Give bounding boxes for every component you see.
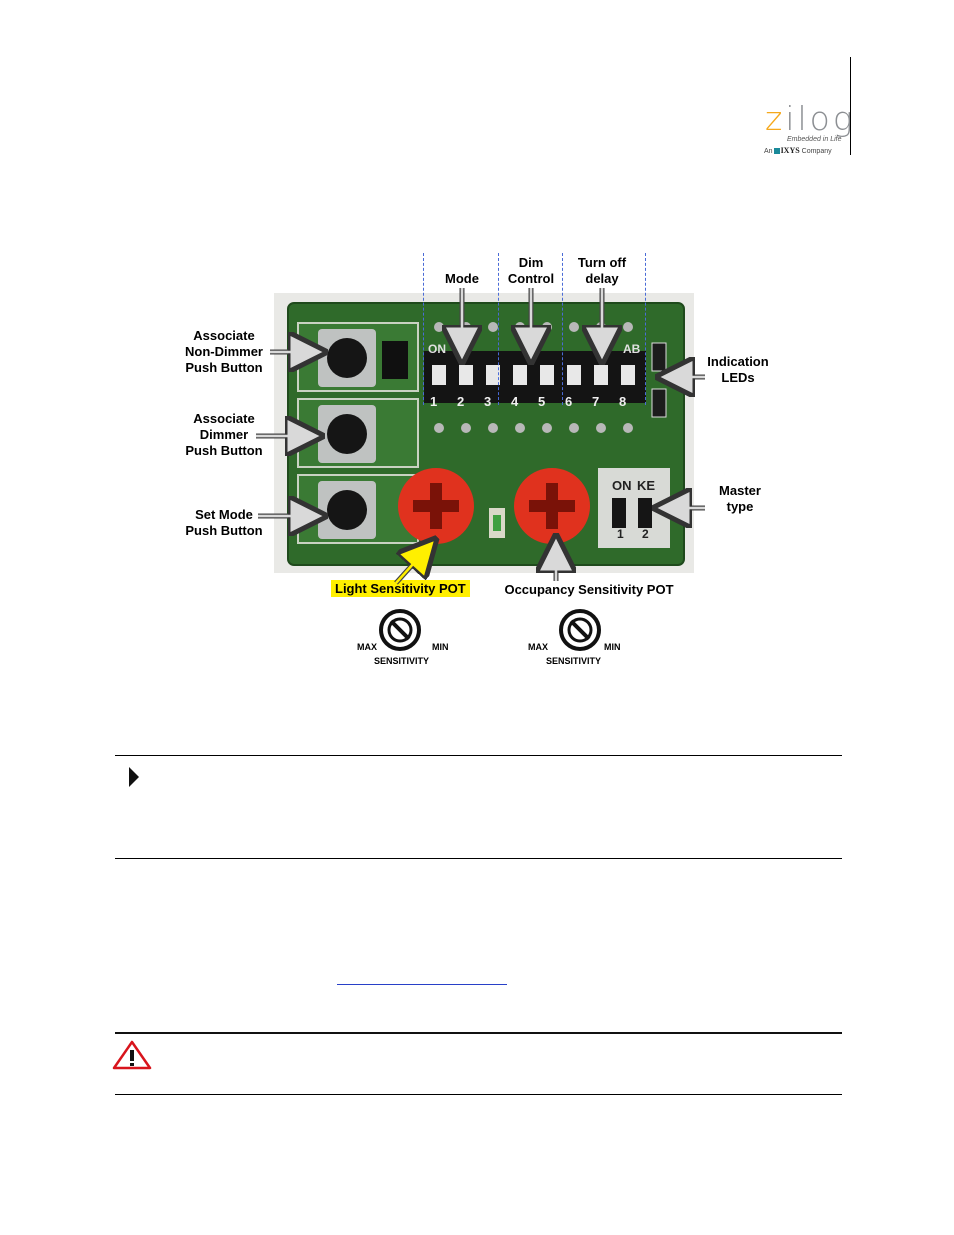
warning-icon [112,1040,152,1070]
dip-number: 2 [457,394,465,409]
master-ke-label: KE [637,478,656,493]
column-divider [423,253,424,405]
dip-number: 4 [511,394,519,409]
dip-number: 7 [592,394,600,409]
dip-number: 5 [538,394,546,409]
web-link[interactable] [337,984,507,985]
dip-ab-label: AB [623,342,641,356]
light-sensitivity-pot-label: Light Sensitivity POT [331,580,470,597]
note-bottom-rule [115,858,842,859]
ixys-mark-icon [773,148,780,155]
light-sensitivity-dial [379,609,421,651]
caution-bottom-rule [115,1094,842,1095]
dip-number: 6 [565,394,573,409]
occupancy-sensitivity-pot-label: Occupancy Sensitivity POT [504,582,674,597]
zilog-logo: zilog [765,99,856,138]
column-divider [562,253,563,405]
dip-number: 1 [430,394,438,409]
light-dial-min: MIN [432,642,449,652]
occupancy-dial-min: MIN [604,642,621,652]
mode-label: Mode [445,271,479,286]
callout-arrows [256,288,705,585]
header-rule [850,57,851,155]
dip-on-label: ON [428,342,446,356]
column-divider [498,253,499,405]
column-divider [645,253,646,405]
note-arrow-icon [129,767,139,787]
occupancy-dial-sensitivity: SENSITIVITY [546,656,602,666]
light-dial-sensitivity: SENSITIVITY [374,656,430,666]
dip-number: 3 [484,394,492,409]
occupancy-sensitivity-dial [559,609,601,651]
master-number: 2 [642,527,649,541]
occupancy-dial-max: MAX [528,642,548,652]
note-top-rule [115,755,842,756]
caution-top-rule [115,1032,842,1034]
logo-tagline: Embedded in Life [787,136,842,143]
light-dial-max: MAX [357,642,377,652]
master-number: 1 [617,527,624,541]
master-on-label: ON [612,478,632,493]
dip-number: 8 [619,394,627,409]
